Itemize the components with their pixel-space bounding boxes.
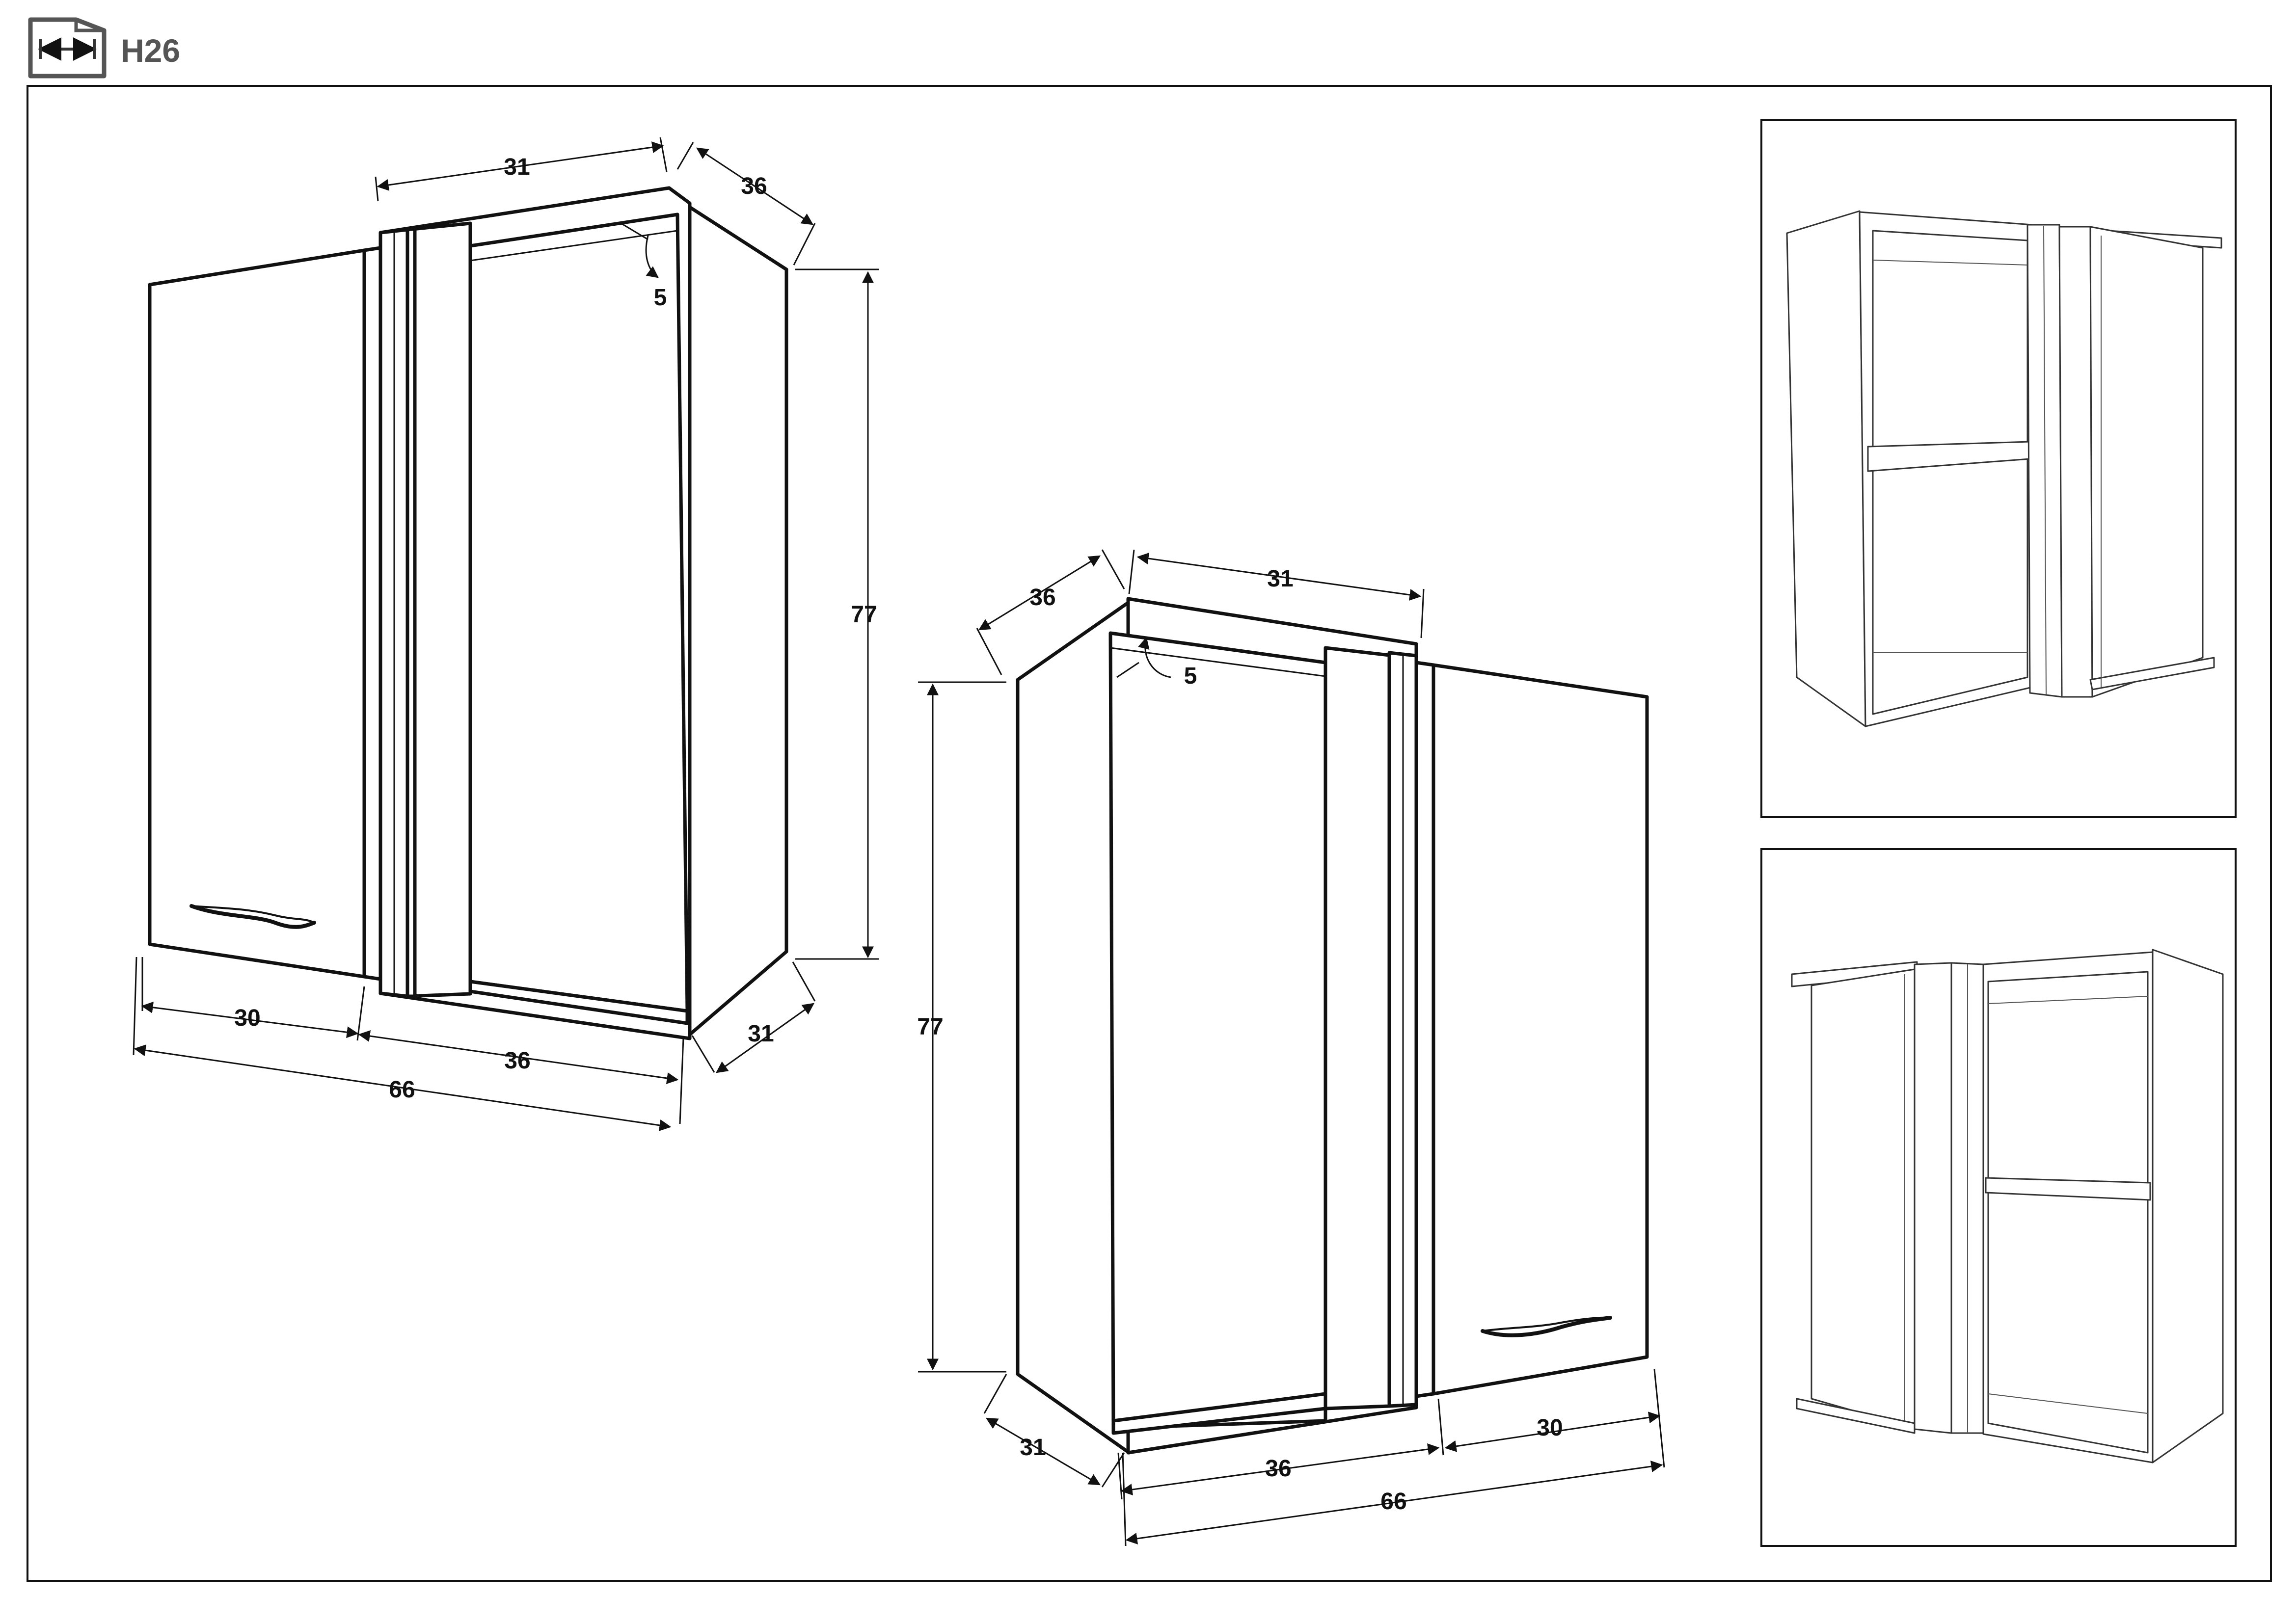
cabinet-view-left: 31 36 5 77 30 36 66 31 xyxy=(133,137,879,1131)
dim-total-width: 66 xyxy=(389,1077,415,1103)
dim-front-width: 36 xyxy=(504,1048,530,1074)
dim-top-depth: 36 xyxy=(1029,585,1055,611)
dimension-arrows-icon xyxy=(28,17,107,79)
dimensions-header: H26 xyxy=(28,17,180,79)
dim-door-width: 30 xyxy=(234,1005,260,1031)
dim-side-depth: 31 xyxy=(748,1021,774,1047)
cabinet-preview-top xyxy=(1760,119,2237,818)
dim-top-depth: 36 xyxy=(741,173,767,199)
dim-height: 77 xyxy=(851,602,877,628)
dim-height: 77 xyxy=(917,1014,943,1040)
cabinet-view-right: 31 36 5 77 31 36 30 66 xyxy=(917,549,1665,1546)
dim-top-width: 31 xyxy=(1267,566,1293,592)
dim-gap: 5 xyxy=(654,285,667,311)
dim-front-width: 36 xyxy=(1265,1456,1291,1482)
cabinet-preview-bottom xyxy=(1760,848,2237,1547)
product-code: H26 xyxy=(121,32,180,69)
drawing-frame xyxy=(27,85,2272,1582)
dim-top-width: 31 xyxy=(504,154,530,180)
dim-door-width: 30 xyxy=(1537,1415,1563,1441)
dim-total-width: 66 xyxy=(1380,1489,1406,1515)
dim-gap: 5 xyxy=(1184,663,1197,689)
dim-side-depth: 31 xyxy=(1020,1435,1046,1461)
